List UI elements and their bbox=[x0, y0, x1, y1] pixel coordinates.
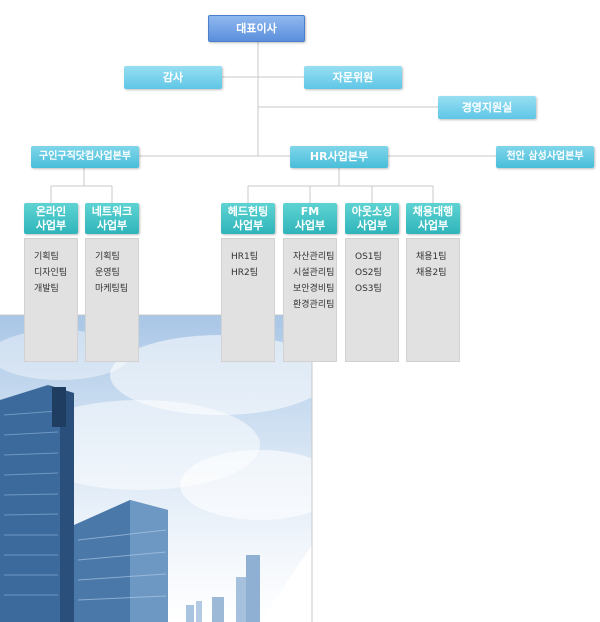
city-buildings-image bbox=[0, 315, 312, 622]
department-online: 온라인 사업부 bbox=[24, 203, 78, 234]
team-panel-headhunting: HR1팀 HR2팀 bbox=[221, 238, 275, 362]
audit-box: 감사 bbox=[124, 66, 222, 89]
department-recruitment-name-2: 사업부 bbox=[417, 218, 449, 232]
team-item: 환경관리팀 bbox=[293, 300, 335, 310]
department-fm-name-1: FM bbox=[300, 204, 320, 218]
department-outsourcing-name-1: 아웃소싱 bbox=[351, 204, 393, 218]
team-item: 채용1팀 bbox=[416, 252, 447, 262]
team-item: 기획팀 bbox=[95, 252, 120, 262]
team-item: HR2팀 bbox=[231, 268, 259, 278]
ceo-box: 대표이사 bbox=[208, 15, 305, 42]
job-portal-division-box: 구인구직닷컴사업본부 bbox=[31, 146, 139, 168]
team-panel-online: 기획팀 디자인팀 개발팀 bbox=[24, 238, 78, 362]
team-item: OS3팀 bbox=[355, 284, 382, 294]
department-headhunting-name-2: 사업부 bbox=[232, 218, 264, 232]
department-recruitment: 채용대행 사업부 bbox=[406, 203, 460, 234]
department-fm-name-2: 사업부 bbox=[294, 218, 326, 232]
buildings-illustration bbox=[0, 330, 312, 622]
team-item: 운영팀 bbox=[95, 268, 120, 278]
team-panel-network: 기획팀 운영팀 마케팅팀 bbox=[85, 238, 139, 362]
team-item: 개발팀 bbox=[34, 284, 59, 294]
team-item: OS1팀 bbox=[355, 252, 382, 262]
department-network-name-2: 사업부 bbox=[96, 218, 128, 232]
team-item: HR1팀 bbox=[231, 252, 259, 262]
team-item: 마케팅팀 bbox=[95, 284, 129, 294]
team-item: 시설관리팀 bbox=[293, 268, 335, 278]
department-outsourcing-name-2: 사업부 bbox=[356, 218, 388, 232]
team-panel-outsourcing: OS1팀 OS2팀 OS3팀 bbox=[345, 238, 399, 362]
team-item: 보안경비팀 bbox=[293, 284, 335, 294]
team-item: OS2팀 bbox=[355, 268, 382, 278]
cheonan-division-box: 천안 삼성사업본부 bbox=[496, 146, 594, 168]
department-online-name-2: 사업부 bbox=[35, 218, 67, 232]
team-item: 디자인팀 bbox=[34, 268, 68, 278]
team-panel-recruitment: 채용1팀 채용2팀 bbox=[406, 238, 460, 362]
department-network-name-1: 네트워크 bbox=[91, 204, 133, 218]
team-item: 기획팀 bbox=[34, 252, 59, 262]
management-support-box: 경영지원실 bbox=[438, 96, 536, 119]
department-network: 네트워크 사업부 bbox=[85, 203, 139, 234]
department-online-name-1: 온라인 bbox=[35, 204, 67, 218]
department-outsourcing: 아웃소싱 사업부 bbox=[345, 203, 399, 234]
team-panel-fm: 자산관리팀 시설관리팀 보안경비팀 환경관리팀 bbox=[283, 238, 337, 362]
advisory-box: 자문위원 bbox=[304, 66, 402, 89]
department-fm: FM 사업부 bbox=[283, 203, 337, 234]
department-headhunting-name-1: 헤드헌팅 bbox=[227, 204, 269, 218]
team-item: 자산관리팀 bbox=[293, 252, 335, 262]
department-recruitment-name-1: 채용대행 bbox=[412, 204, 454, 218]
hr-division-box: HR사업본부 bbox=[290, 146, 388, 168]
department-headhunting: 헤드헌팅 사업부 bbox=[221, 203, 275, 234]
team-item: 채용2팀 bbox=[416, 268, 447, 278]
